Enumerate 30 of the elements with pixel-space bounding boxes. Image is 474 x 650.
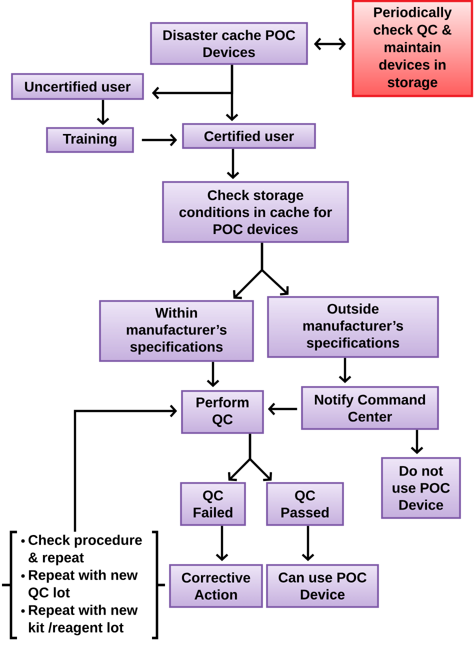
process-box: Within manufacturer’s specifications — [99, 300, 254, 362]
arrow — [338, 358, 352, 384]
process-box: Perform QC — [181, 390, 264, 434]
double-arrow — [314, 38, 346, 50]
process-box: Do not use POC Device — [381, 457, 461, 519]
arrow — [226, 148, 240, 180]
process-box: QC Passed — [266, 482, 344, 526]
arrow — [248, 434, 272, 482]
arrow — [96, 100, 110, 126]
arrow — [410, 430, 424, 454]
process-box: Outside manufacturer’s specifications — [267, 296, 439, 358]
process-box: Training — [46, 127, 134, 153]
arrow — [302, 526, 314, 562]
arrow — [206, 362, 220, 388]
process-box: Notify Command Center — [301, 386, 439, 430]
process-box: Corrective Action — [169, 564, 263, 608]
process-box: Can use POC Device — [266, 564, 379, 608]
bullet-list: Check procedure & repeat Repeat with new QC lot Repeat with new kit /reagent lot — [28, 534, 142, 636]
arrow — [226, 64, 238, 122]
process-box: Disaster cache POC Devices — [150, 22, 308, 65]
process-box: Uncertified user — [11, 73, 144, 100]
process-box: QC Failed — [180, 482, 246, 526]
arrow — [142, 134, 178, 146]
arrow — [260, 242, 289, 296]
arrow — [268, 402, 298, 416]
process-box: Check storage conditions in cache for POC devices — [162, 181, 349, 243]
highlight-box: Periodically check QC & maintain devices in storage — [352, 0, 474, 98]
process-box: Certified user — [182, 123, 316, 149]
arrow — [74, 404, 178, 532]
arrow — [216, 526, 228, 562]
